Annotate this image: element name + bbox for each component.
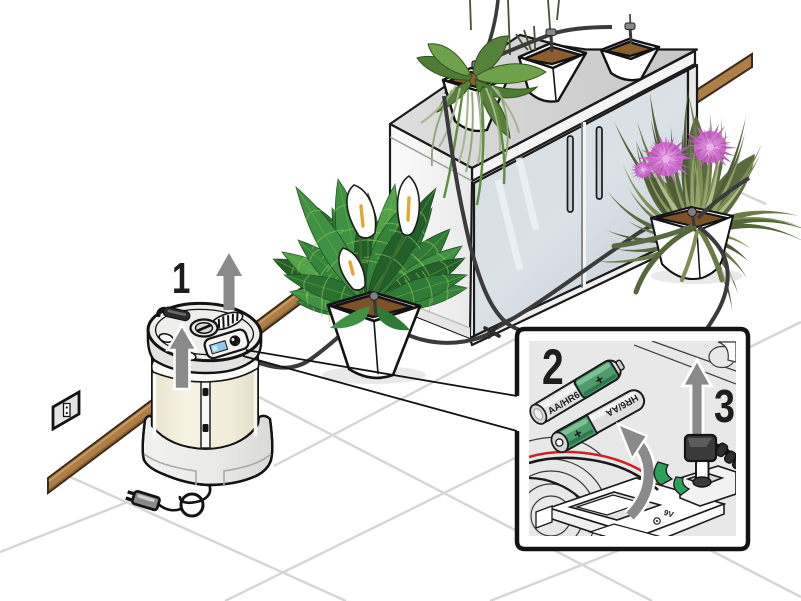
- svg-text:3: 3: [714, 380, 735, 431]
- svg-text:1: 1: [172, 255, 190, 304]
- svg-text:2: 2: [542, 338, 564, 395]
- svg-text:9V: 9V: [663, 508, 676, 520]
